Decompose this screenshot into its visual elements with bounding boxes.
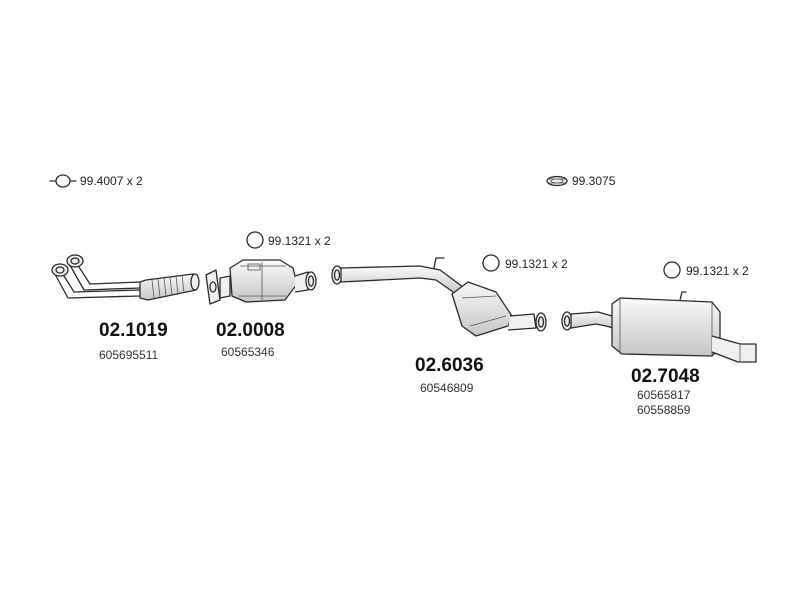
accessory-label: 99.1321 x 2 bbox=[686, 264, 749, 278]
oem-number: 60565817 bbox=[637, 388, 691, 402]
accessory-label: 99.4007 x 2 bbox=[80, 174, 143, 188]
gasket-icon bbox=[546, 175, 568, 187]
part-code: 02.6036 bbox=[415, 355, 484, 376]
ring-clamp-icon bbox=[49, 174, 77, 188]
part-02-1019[interactable]: 02.1019 605695511 bbox=[99, 320, 168, 362]
part-02-6036[interactable]: 02.6036 60546809 bbox=[415, 355, 484, 395]
part-code: 02.1019 bbox=[99, 320, 168, 341]
accessory-99-4007[interactable]: 99.4007 x 2 bbox=[49, 174, 143, 188]
accessory-99-1321-b[interactable]: 99.1321 x 2 bbox=[482, 254, 568, 272]
ring-icon bbox=[482, 254, 500, 272]
flange-icon bbox=[51, 254, 84, 277]
accessory-99-1321-c[interactable]: 99.1321 x 2 bbox=[663, 261, 749, 279]
rear-silencer-drawing[interactable] bbox=[561, 291, 757, 363]
oem-number: 605695511 bbox=[99, 348, 159, 362]
part-code: 02.0008 bbox=[216, 320, 285, 341]
part-02-0008[interactable]: 02.0008 60565346 bbox=[216, 320, 285, 359]
oem-number: 60565346 bbox=[221, 345, 275, 359]
accessory-label: 99.3075 bbox=[572, 174, 616, 188]
accessory-label: 99.1321 x 2 bbox=[505, 257, 568, 271]
catalytic-converter-drawing[interactable] bbox=[205, 259, 317, 305]
center-silencer-drawing[interactable] bbox=[331, 257, 547, 337]
part-code: 02.7048 bbox=[631, 366, 700, 387]
ring-icon bbox=[246, 231, 264, 249]
oem-number: 60558859 bbox=[637, 403, 691, 417]
part-02-7048[interactable]: 02.7048 60565817 60558859 bbox=[631, 366, 700, 417]
accessory-99-3075[interactable]: 99.3075 bbox=[546, 174, 616, 188]
oem-number: 60546809 bbox=[420, 381, 474, 395]
front-pipe-drawing[interactable] bbox=[51, 254, 200, 301]
ring-icon bbox=[663, 261, 681, 279]
accessory-label: 99.1321 x 2 bbox=[268, 234, 331, 248]
accessory-99-1321-a[interactable]: 99.1321 x 2 bbox=[246, 231, 331, 249]
